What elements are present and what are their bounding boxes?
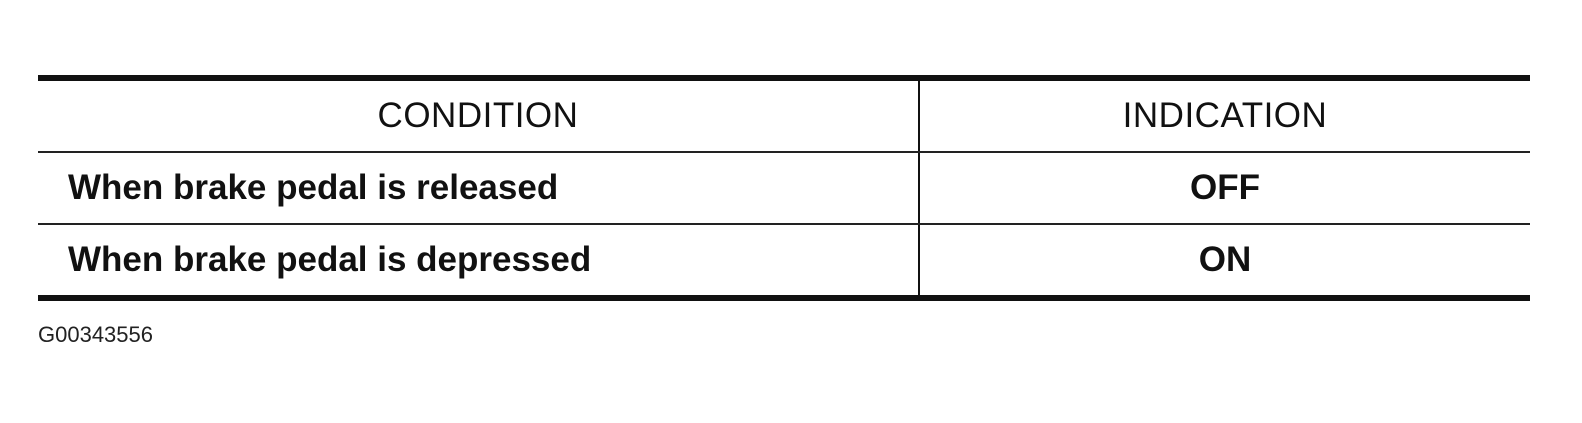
header-condition: CONDITION: [38, 78, 920, 153]
figure-id: G00343556: [38, 322, 153, 347]
indication-cell: ON: [1198, 240, 1252, 279]
condition-indication-table-container: CONDITION INDICATION When brake pedal is…: [38, 75, 1530, 301]
table-row: When brake pedal is released OFF: [38, 152, 1530, 225]
condition-indication-table: CONDITION INDICATION When brake pedal is…: [38, 75, 1530, 301]
table-header-row: CONDITION INDICATION: [38, 78, 1530, 153]
table-row: When brake pedal is depressed ON: [38, 224, 1530, 298]
indication-cell: OFF: [919, 152, 1530, 225]
condition-cell: When brake pedal is depressed: [38, 224, 920, 298]
condition-cell: When brake pedal is released: [38, 152, 920, 225]
header-indication: INDICATION: [919, 78, 1530, 153]
